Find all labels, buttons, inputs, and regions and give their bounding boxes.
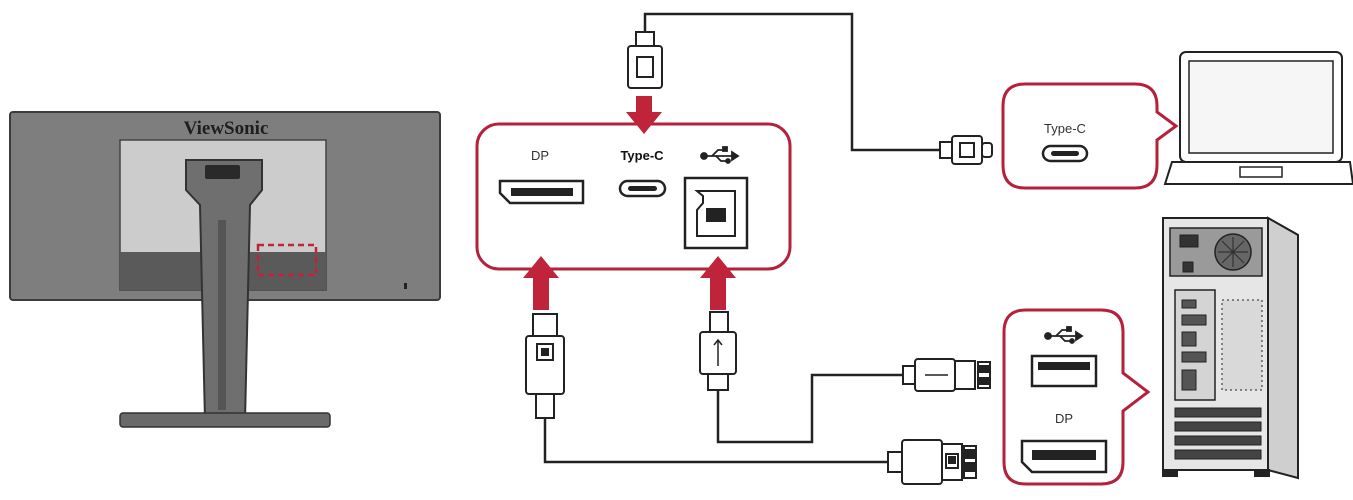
typec-plug-laptop: [939, 135, 993, 165]
stand-groove: [218, 220, 226, 410]
pc-io-port: [1181, 314, 1207, 326]
pc-usb-a-port: [1030, 354, 1098, 388]
laptop: [1163, 51, 1353, 185]
laptop-trackpad: [1239, 166, 1283, 178]
usb-cable: [716, 373, 905, 444]
insert-arrows: [523, 96, 736, 310]
monitor-led: [404, 283, 407, 289]
laptop-port-callout: Type-C: [1001, 82, 1179, 190]
laptop-callout-frame: [1001, 82, 1179, 190]
typec-port-label: Type-C: [620, 148, 664, 163]
pc-foot: [1162, 469, 1178, 477]
pc-expansion-slot: [1174, 449, 1262, 460]
dp-port-pins: [511, 188, 573, 196]
pc-case-side: [1267, 216, 1299, 480]
usb-insert-arrow: [700, 256, 736, 310]
dp-plug-pc: [887, 439, 977, 485]
pc-vent-grid: [1221, 299, 1263, 391]
pc-io-port: [1181, 351, 1207, 363]
dp-port-label: DP: [531, 148, 549, 163]
pc-foot: [1254, 469, 1270, 477]
pc-expansion-slot: [1174, 435, 1262, 446]
laptop-typec-port-tongue: [1051, 151, 1079, 156]
pc-power-switch: [1182, 261, 1194, 273]
monitor-brand-logo: ViewSonic: [184, 118, 269, 139]
dp-insert-arrow: [523, 256, 559, 310]
pc-dp-port-pins: [1032, 450, 1096, 460]
dp-plug: [525, 313, 565, 419]
usb-a-plug: [902, 358, 991, 392]
laptop-typec-label: Type-C: [1044, 121, 1086, 136]
pc-expansion-slot: [1174, 421, 1262, 432]
cables: [543, 12, 945, 464]
typec-plug-top: [627, 31, 663, 89]
typec-port-tongue: [628, 186, 657, 191]
usb-b-plug: [699, 311, 737, 391]
pc-usb-icon: [1044, 326, 1084, 344]
pc-usb-a-port-tongue: [1038, 362, 1090, 370]
pc-fan-grill: [1218, 237, 1248, 267]
typec-insert-arrow: [626, 96, 662, 134]
pc-power-socket: [1179, 234, 1199, 248]
pc-dp-label: DP: [1055, 411, 1073, 426]
pc-expansion-slot: [1174, 407, 1262, 418]
usb-icon: [700, 146, 740, 164]
stand-handle: [205, 165, 240, 179]
pc-io-port: [1181, 331, 1197, 347]
typec-cable: [643, 12, 945, 152]
laptop-screen: [1188, 60, 1334, 154]
desktop-pc-tower: [1162, 216, 1299, 480]
pc-io-port: [1181, 369, 1197, 391]
usb-b-port-tongue: [706, 208, 726, 222]
monitor-rear-view: ViewSonic: [9, 111, 441, 428]
monitor-port-panel: DP Type-C: [475, 122, 792, 271]
monitor-stand-base: [119, 412, 331, 428]
pc-io-port: [1181, 299, 1197, 309]
pc-port-callout: DP: [1002, 308, 1151, 486]
port-location-highlight: [256, 243, 318, 277]
displayport-cable: [543, 418, 890, 464]
